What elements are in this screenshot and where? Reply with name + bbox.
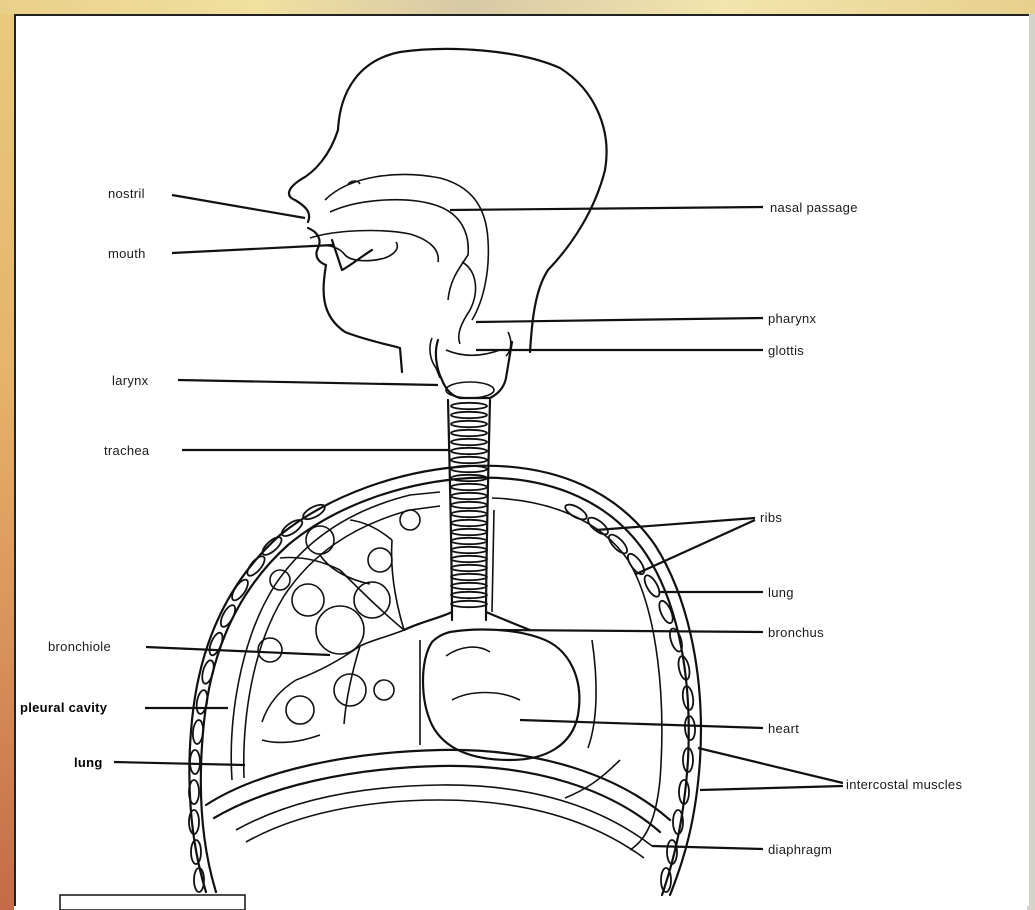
label-intercostal-muscles: intercostal muscles	[846, 777, 962, 792]
label-mouth: mouth	[108, 246, 146, 261]
trachea-ring	[451, 529, 487, 535]
rib-oval	[684, 716, 696, 741]
trachea-ring	[451, 421, 487, 427]
ribs-right-column	[563, 502, 696, 892]
trachea-ring	[451, 583, 487, 589]
trachea-ring	[451, 493, 487, 499]
rib-oval	[585, 515, 610, 538]
leader-bronchiole	[146, 647, 330, 655]
label-bronchiole: bronchiole	[48, 639, 111, 654]
trachea-ring	[451, 520, 487, 526]
label-nostril: nostril	[108, 186, 145, 201]
trachea-ring	[451, 403, 487, 409]
leader-bronchus	[500, 630, 763, 632]
diaphragm-shape	[206, 750, 670, 858]
trachea-ring	[451, 502, 487, 508]
rib-oval	[244, 554, 267, 579]
leader-diaphragm	[652, 846, 763, 849]
rib-oval	[260, 534, 285, 557]
label-pharynx: pharynx	[768, 311, 817, 326]
trachea-ring	[451, 439, 487, 445]
rib-oval	[218, 603, 238, 629]
trachea-shape	[448, 400, 490, 620]
trachea-ring	[451, 574, 487, 580]
leader-lung-left	[114, 762, 245, 765]
label-ribs: ribs	[760, 510, 782, 525]
label-larynx: larynx	[112, 373, 149, 388]
trachea-ring	[451, 547, 487, 553]
leader-ribs-lower	[636, 520, 755, 574]
bronchiole-tree	[258, 510, 420, 742]
trachea-ring	[451, 412, 487, 418]
label-bronchus: bronchus	[768, 625, 824, 640]
thorax-outline	[189, 466, 701, 895]
trachea-ring	[451, 565, 487, 571]
label-nasal-passage: nasal passage	[770, 200, 858, 215]
leader-nasal-passage	[450, 207, 763, 210]
corner-box	[60, 895, 245, 910]
heart-shape	[420, 630, 596, 760]
rib-oval	[195, 689, 209, 714]
leader-pharynx	[476, 318, 763, 322]
trachea-ring	[451, 592, 487, 598]
leader-nostril	[172, 195, 305, 218]
label-pleural-cavity: pleural cavity	[20, 700, 108, 715]
label-lung-right: lung	[768, 585, 794, 600]
label-diaphragm: diaphragm	[768, 842, 832, 857]
head-outline	[289, 49, 607, 378]
rib-oval	[563, 502, 589, 523]
trachea-ring	[451, 457, 487, 463]
trachea-ring	[451, 511, 487, 517]
leader-intercostal-upper	[698, 748, 843, 783]
trachea-ring	[451, 538, 487, 544]
leader-heart	[520, 720, 763, 728]
leader-mouth	[172, 245, 333, 253]
trachea-ring	[451, 484, 487, 490]
trachea-ring	[451, 601, 487, 607]
trachea-ring	[451, 448, 487, 454]
trachea-ring	[451, 556, 487, 562]
labels-right: nasal passage pharynx glottis ribs lung …	[760, 200, 962, 857]
trachea-ring	[451, 430, 487, 436]
label-trachea: trachea	[104, 443, 150, 458]
rib-oval	[190, 750, 200, 774]
label-glottis: glottis	[768, 343, 804, 358]
leader-intercostal-lower	[700, 786, 843, 790]
labels-left: nostril mouth larynx trachea bronchiole …	[20, 186, 150, 770]
rib-oval	[189, 810, 199, 834]
label-heart: heart	[768, 721, 799, 736]
larynx-shape	[436, 340, 512, 398]
leader-larynx	[178, 380, 438, 385]
label-lung-left: lung	[74, 755, 103, 770]
rib-oval	[606, 532, 630, 556]
